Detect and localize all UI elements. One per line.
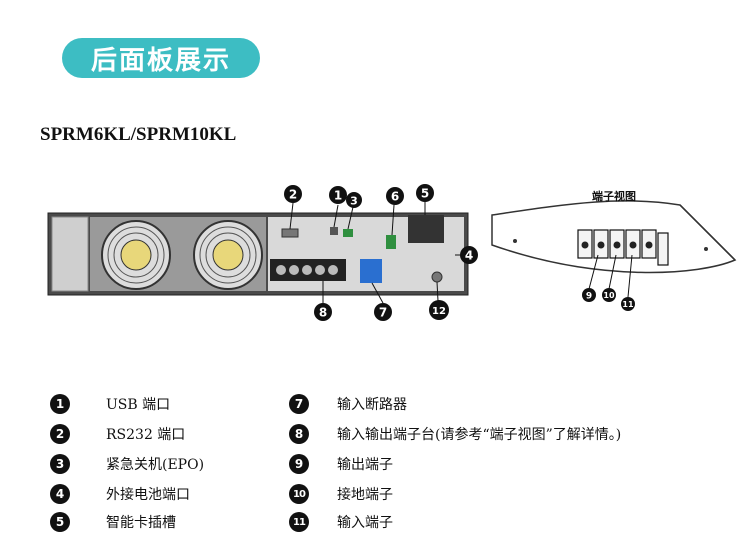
rs232-port: [281, 228, 299, 238]
callout-12: 12: [429, 300, 449, 320]
callout-1: 1: [329, 186, 347, 204]
rear-panel-diagram: 2 1 3 6 5 4 8 7 12: [47, 184, 737, 321]
epo-port: [343, 229, 353, 237]
callout-8: 8: [314, 303, 332, 321]
ground-screw: [431, 271, 443, 283]
callout-7: 7: [374, 303, 392, 321]
legend-text: 输入断路器: [337, 397, 407, 413]
legend-number: 11: [289, 512, 309, 532]
legend-item: 10 接地端子: [289, 483, 393, 505]
legend-item: 5 智能卡插槽: [50, 511, 176, 533]
legend-item: 7 输入断路器: [289, 393, 407, 415]
legend-number: 4: [50, 484, 70, 504]
fan-right: [193, 220, 263, 290]
legend-number: 5: [50, 512, 70, 532]
svg-text:9: 9: [586, 292, 592, 302]
svg-text:6: 6: [391, 190, 399, 204]
callout-11: 11: [621, 297, 635, 311]
battery-port: [386, 235, 396, 249]
callout-5: 5: [416, 184, 434, 202]
legend-number: 8: [289, 424, 309, 444]
svg-text:7: 7: [379, 306, 387, 320]
callout-4: 4: [460, 246, 478, 264]
legend-text: RS232 端口: [106, 427, 186, 443]
legend-item: 1 USB 端口: [50, 393, 170, 415]
legend-number: 7: [289, 394, 309, 414]
legend-text: USB 端口: [106, 397, 171, 413]
legend-text: 紧急关机(EPO): [106, 457, 205, 473]
callout-3: 3: [346, 192, 362, 208]
terminal-block: [270, 259, 346, 281]
svg-text:12: 12: [432, 306, 446, 317]
legend-number: 3: [50, 454, 70, 474]
legend-item: 9 输出端子: [289, 453, 393, 475]
svg-text:11: 11: [622, 300, 634, 309]
callout-9: 9: [582, 288, 596, 302]
smart-slot: [408, 215, 444, 243]
legend-number: 2: [50, 424, 70, 444]
legend-text: 外接电池端口: [106, 487, 190, 503]
svg-text:1: 1: [334, 189, 342, 203]
svg-text:10: 10: [603, 291, 615, 300]
legend-number: 10: [289, 484, 309, 504]
legend-item: 11 输入端子: [289, 511, 393, 533]
legend-item: 3 紧急关机(EPO): [50, 453, 204, 475]
svg-text:8: 8: [319, 306, 327, 320]
callout-6: 6: [386, 187, 404, 205]
page-title: 后面板展示: [62, 38, 260, 78]
legend-number: 9: [289, 454, 309, 474]
legend-item: 8 输入输出端子台(请参考“端子视图”了解详情。): [289, 423, 621, 445]
legend-item: 4 外接电池端口: [50, 483, 190, 505]
legend-number: 1: [50, 394, 70, 414]
legend-text: 接地端子: [337, 487, 393, 503]
legend-text: 输入输出端子台(请参考“端子视图”了解详情。): [337, 427, 622, 443]
callout-2: 2: [284, 185, 302, 203]
usb-port: [330, 227, 338, 235]
legend-item: 2 RS232 端口: [50, 423, 185, 445]
svg-text:3: 3: [350, 195, 358, 208]
legend-text: 智能卡插槽: [106, 515, 176, 531]
svg-text:4: 4: [465, 249, 473, 263]
callout-10: 10: [602, 288, 616, 302]
svg-text:5: 5: [421, 187, 429, 201]
terminal-view: [491, 200, 737, 298]
fan-left: [101, 220, 171, 290]
legend-text: 输出端子: [337, 457, 393, 473]
legend-text: 输入端子: [337, 515, 393, 531]
model-name: SPRM6KL/SPRM10KL: [40, 124, 237, 145]
svg-text:2: 2: [289, 188, 297, 202]
input-breaker: [360, 259, 382, 283]
terminal-view-title: 端子视图: [592, 190, 636, 203]
